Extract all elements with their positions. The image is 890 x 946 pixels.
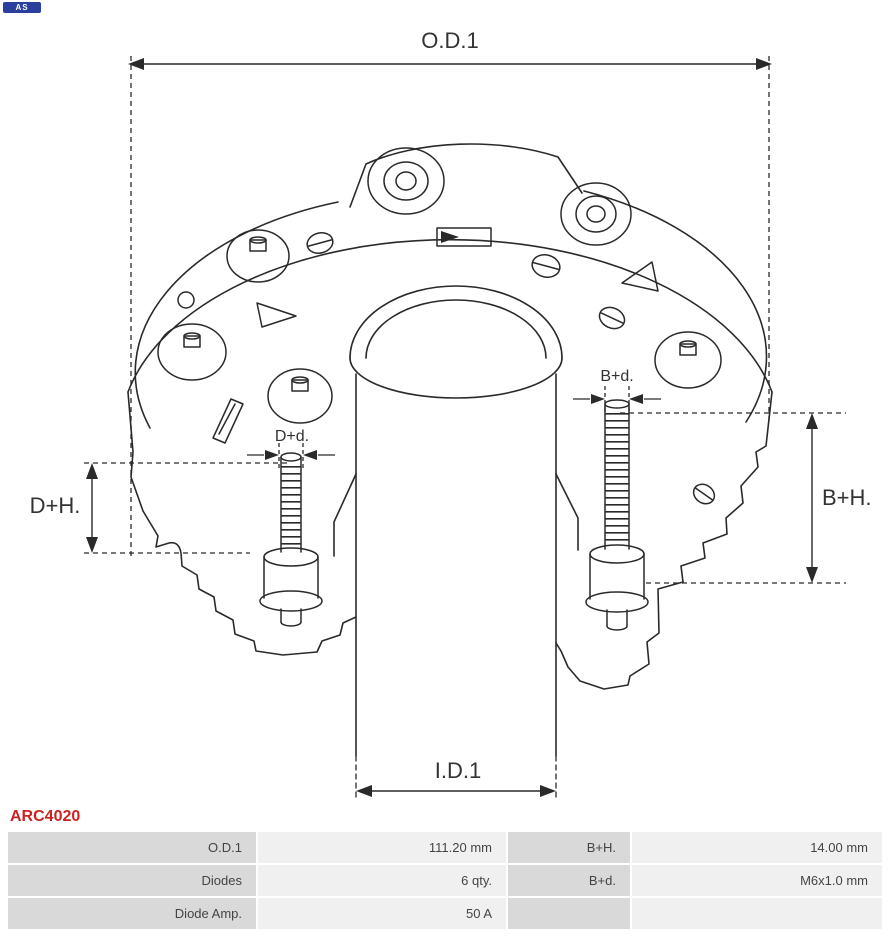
hub-collar-bottom [349, 357, 563, 399]
spec-value-cell: 50 A [258, 898, 506, 929]
small-hole-3 [598, 306, 626, 330]
top-rivet-right [560, 182, 632, 246]
spec-value-cell: M6x1.0 mm [632, 865, 882, 896]
center-bore-tube [333, 285, 579, 800]
slot-marker-top [436, 227, 492, 247]
tube-body-junction-right [555, 473, 579, 551]
small-hole-4 [692, 483, 716, 505]
spec-label-cell: Diode Amp. [8, 898, 256, 929]
small-hole-2 [531, 254, 561, 278]
spec-value-cell [632, 898, 882, 929]
body-outer-arc [127, 238, 773, 393]
diode-features [157, 147, 722, 505]
plate-arrow-right [621, 261, 659, 292]
spec-label-cell: O.D.1 [8, 832, 256, 863]
top-rivet-left [367, 147, 445, 215]
technical-drawing: O.D.1 I.D.1 D+H. B+H. D+d. [30, 28, 872, 800]
dim-bh: B+H. [620, 412, 872, 584]
dim-label-bh: B+H. [822, 485, 872, 510]
body-right-edge [555, 391, 773, 690]
terminal-stud-right [585, 399, 649, 631]
body-top-bridge [349, 143, 583, 208]
spec-label-cell: Diodes [8, 865, 256, 896]
terminal-stud-left [259, 452, 323, 627]
body-left-edge [127, 391, 357, 656]
dim-label-od1: O.D.1 [421, 28, 478, 53]
small-hole-5 [177, 291, 195, 309]
dim-label-id1: I.D.1 [435, 758, 481, 783]
spec-value-cell: 14.00 mm [632, 832, 882, 863]
rectifier-body [127, 143, 773, 690]
as-logo: AS [3, 2, 41, 13]
diode-pad-3 [267, 368, 333, 424]
dim-label-dd: D+d. [275, 428, 309, 445]
spec-value-cell: 111.20 mm [258, 832, 506, 863]
diode-pad-2 [157, 323, 227, 381]
dim-label-dh: D+H. [30, 493, 81, 518]
dim-dh: D+H. [30, 462, 287, 554]
dim-label-bd: B+d. [600, 368, 633, 385]
plate-arrow-left [256, 302, 297, 328]
dim-dd: D+d. [247, 428, 335, 470]
diode-pad-1 [226, 229, 290, 283]
spec-label-cell: B+H. [508, 832, 630, 863]
body-inner-arc-right [583, 190, 768, 423]
dim-od1: O.D.1 [128, 28, 772, 560]
small-hole-1 [306, 232, 334, 254]
rectifier-diagram-svg: O.D.1 I.D.1 D+H. B+H. D+d. [30, 28, 872, 800]
dim-bd: B+d. [573, 368, 661, 414]
hub-rim-arc [365, 299, 547, 359]
hub-outer-arc [349, 285, 563, 359]
part-number: ARC4020 [10, 808, 81, 825]
spec-table: O.D.1 111.20 mm B+H. 14.00 mm Diodes 6 q… [8, 832, 882, 929]
as-logo-text: AS [15, 3, 29, 12]
tube-body-junction-left [333, 473, 357, 557]
body-inner-arc-left [134, 201, 339, 429]
spec-label-cell [508, 898, 630, 929]
slot-marker-left [212, 398, 244, 444]
spec-value-cell: 6 qty. [258, 865, 506, 896]
dim-id1: I.D.1 [356, 758, 556, 797]
diode-pad-4 [654, 331, 722, 389]
spec-label-cell: B+d. [508, 865, 630, 896]
